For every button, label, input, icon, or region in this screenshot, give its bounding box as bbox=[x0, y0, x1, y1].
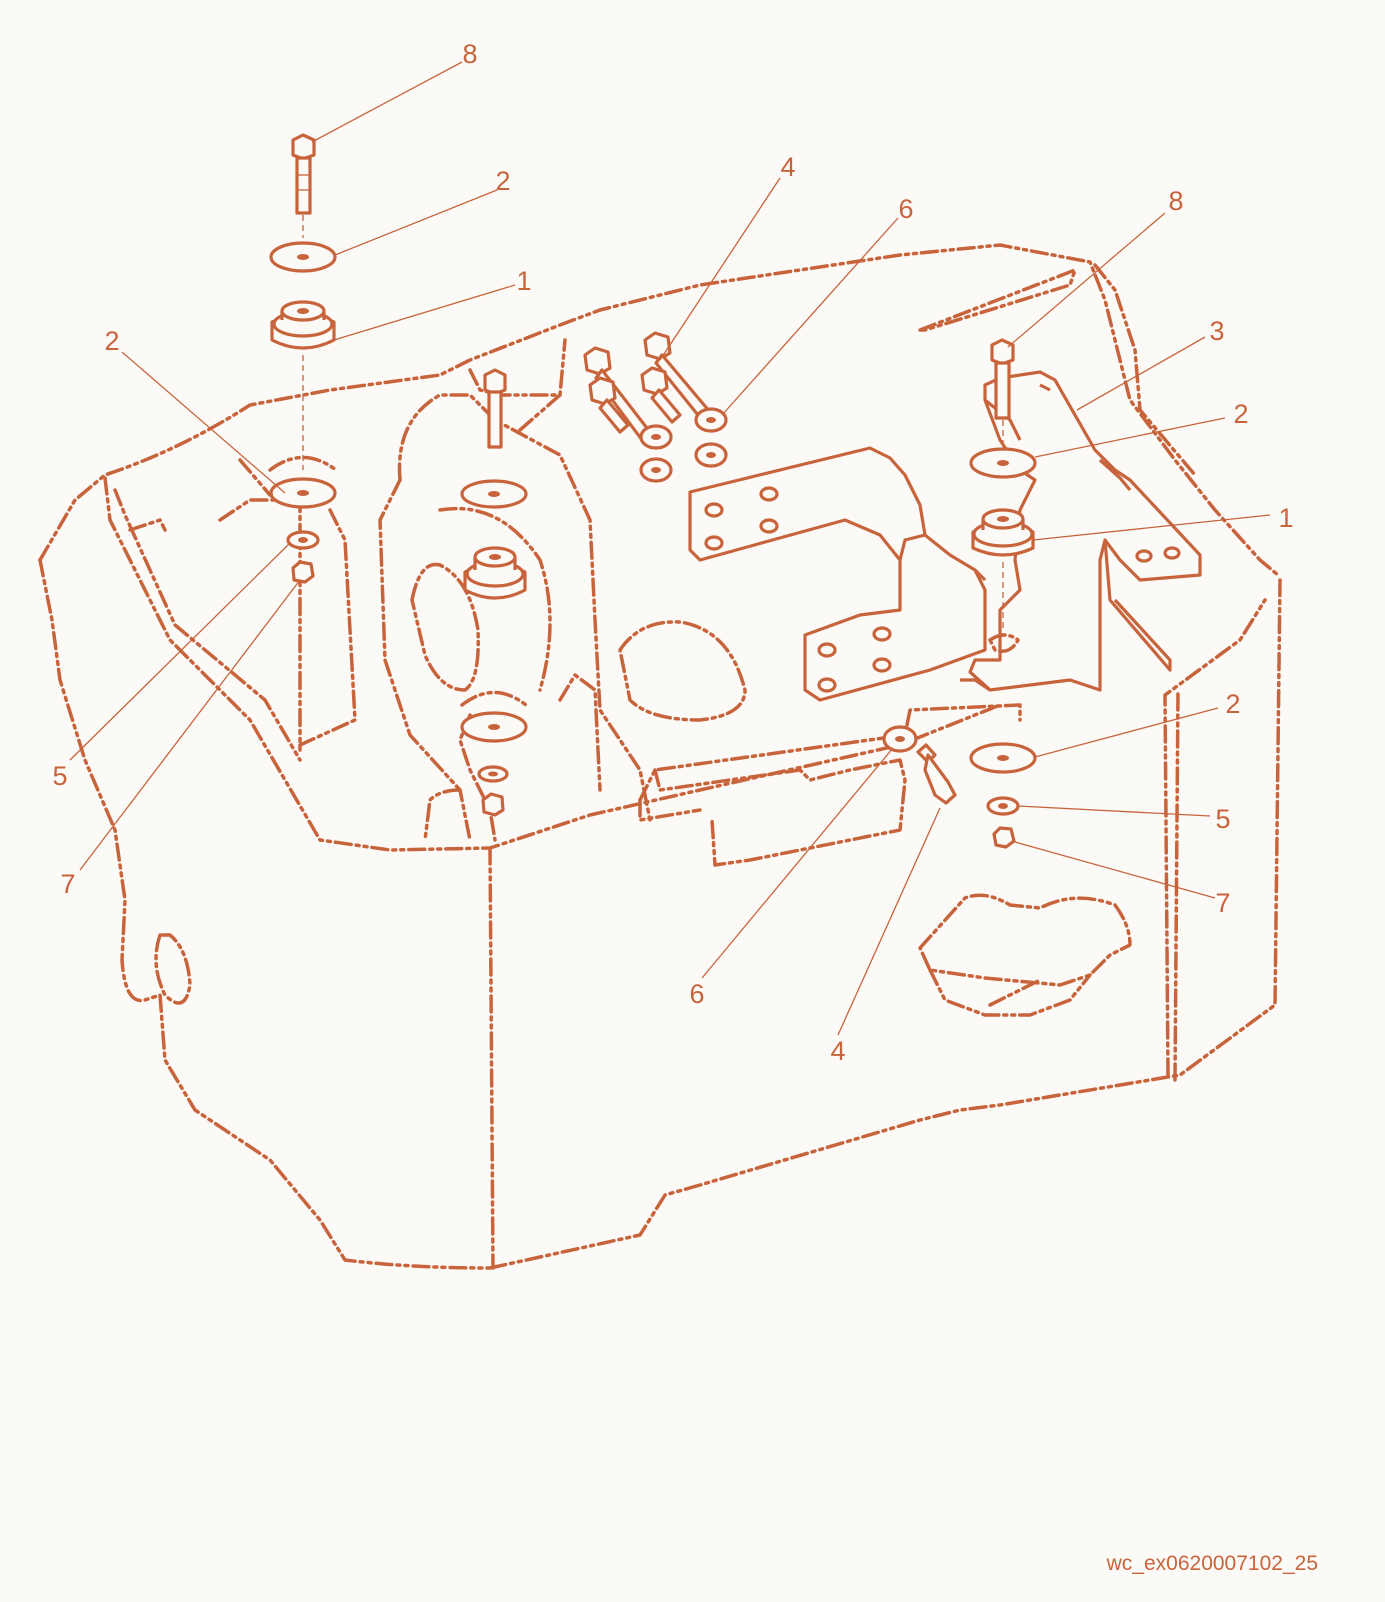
callout-label: 6 bbox=[689, 979, 704, 1009]
washer-2-top-right bbox=[969, 447, 1037, 479]
bolt-4-lower bbox=[916, 743, 957, 805]
callout-label: 4 bbox=[830, 1036, 845, 1066]
callout-label: 2 bbox=[1225, 689, 1240, 719]
washer-2-bottom-right bbox=[969, 742, 1037, 774]
callout-label: 6 bbox=[898, 194, 913, 224]
washer-2-mid-left bbox=[268, 455, 338, 509]
callout-label: 5 bbox=[1215, 804, 1230, 834]
callout-label: 3 bbox=[1209, 316, 1224, 346]
bolt-center bbox=[483, 368, 507, 449]
rubber-mount-1-right bbox=[971, 508, 1035, 557]
callout-label: 7 bbox=[60, 869, 75, 899]
callout-label: 1 bbox=[516, 266, 531, 296]
nut-center bbox=[481, 792, 505, 817]
lock-washer-center bbox=[477, 765, 509, 783]
fuel-cap bbox=[918, 893, 1132, 1017]
housing-outline bbox=[38, 243, 1282, 1270]
callout-label: 7 bbox=[1215, 888, 1230, 918]
washer-6-lower bbox=[882, 725, 918, 753]
bracket-3 bbox=[960, 370, 1202, 692]
callout-label: 8 bbox=[462, 39, 477, 69]
bolt-8-left bbox=[291, 133, 316, 215]
washer-center-bottom bbox=[460, 690, 528, 743]
washers-6-group bbox=[639, 407, 728, 483]
washer-2-top-left bbox=[269, 241, 337, 273]
reference-code: wc_ex0620007102_25 bbox=[1106, 1552, 1318, 1575]
callout-label: 4 bbox=[780, 152, 795, 182]
washer-center-top bbox=[460, 479, 528, 509]
callout-label: 2 bbox=[1233, 399, 1248, 429]
callout-label: 2 bbox=[495, 166, 510, 196]
callout-label: 8 bbox=[1168, 186, 1183, 216]
nut-7-left bbox=[291, 560, 315, 584]
rubber-mount-center bbox=[463, 546, 527, 600]
lock-washer-5-left bbox=[286, 530, 320, 550]
lock-washer-5-right bbox=[986, 796, 1020, 816]
callout-label: 1 bbox=[1278, 503, 1293, 533]
nut-7-right bbox=[992, 826, 1016, 849]
leader-lines bbox=[69, 61, 1271, 1036]
rubber-mount-1-left bbox=[270, 300, 336, 350]
bolts-4-group bbox=[583, 331, 712, 442]
callout-label: 5 bbox=[52, 761, 67, 791]
callout-label: 2 bbox=[104, 326, 119, 356]
bolt-8-right bbox=[990, 338, 1015, 420]
center-bracket bbox=[688, 446, 987, 702]
callouts: 8 2 1 2 5 7 4 6 8 3 2 1 2 5 7 6 4 bbox=[52, 39, 1293, 1066]
